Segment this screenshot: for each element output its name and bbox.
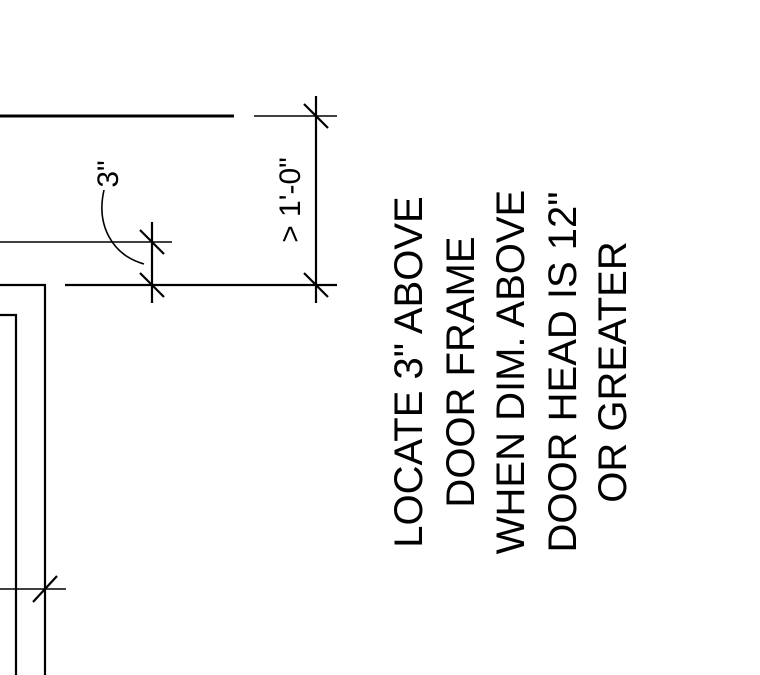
note-line-5: OR GREATER (591, 241, 635, 503)
note-block: LOCATE 3" ABOVE DOOR FRAME WHEN DIM. ABO… (387, 190, 635, 555)
large-dim-tick-bottom (303, 272, 329, 298)
lower-reference-tick (32, 575, 58, 603)
large-dim-label: > 1'-0" (274, 157, 307, 243)
small-dim-leader (101, 189, 145, 265)
door-frame-outer (0, 283, 47, 675)
note-line-2: DOOR FRAME (439, 236, 483, 507)
door-frame-inner (0, 313, 18, 675)
small-dim-label: 3" (92, 160, 125, 187)
small-dim-tick-top (139, 229, 165, 255)
large-dim-tick-top (303, 103, 329, 129)
note-line-1: LOCATE 3" ABOVE (387, 196, 431, 547)
note-line-4: DOOR HEAD IS 12" (541, 192, 585, 553)
small-dim-tick-bottom (139, 272, 165, 298)
note-line-3: WHEN DIM. ABOVE (489, 190, 533, 555)
